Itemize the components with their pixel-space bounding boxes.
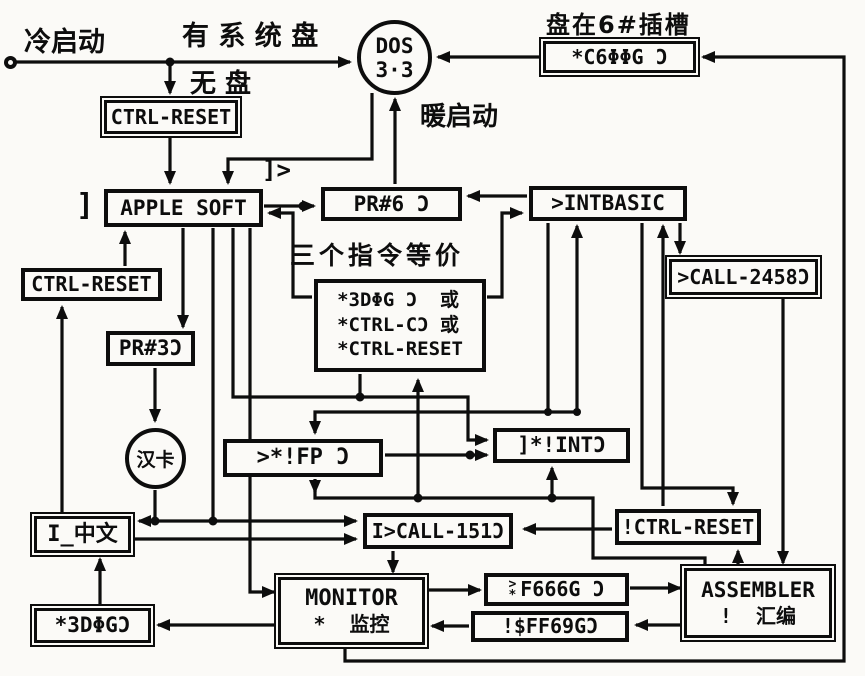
dos-label-line2: 3·3: [375, 57, 414, 82]
call151-box: I>CALL-151Ɔ: [363, 513, 513, 549]
ctrl-reset-left-label: CTRL-RESET: [31, 272, 152, 296]
applesoft-label: APPLE SOFT: [120, 195, 247, 220]
call2458-box: >CALL-2458Ɔ: [665, 255, 822, 299]
monitor-box: MONITOR * 监控: [274, 573, 429, 649]
three-equivalent-label: 三个指令等价: [290, 241, 465, 270]
junction-dots: [150, 57, 581, 526]
ctrl-reset-excl-box: !CTRL-RESET: [615, 509, 761, 545]
f666g-prompt-star: *: [508, 587, 517, 603]
three-command-line3: *CTRL-RESET: [337, 338, 463, 361]
monitor-label-line2: * 监控: [313, 612, 390, 637]
applesoft-box: APPLE SOFT: [104, 189, 263, 227]
monitor-label-line1: MONITOR: [305, 585, 398, 611]
three-command-box: *3DΦG Ɔ 或 *CTRL-CƆ 或 *CTRL-RESET: [314, 279, 486, 372]
c600g-box: *C6ΦΦG Ɔ: [539, 37, 700, 77]
d3d0g-label: *3DΦGƆ: [54, 613, 131, 638]
assembler-label-line1: ASSEMBLER: [701, 577, 815, 602]
int-box: ]*!INTƆ: [493, 428, 630, 463]
i-chinese-box: I_中文: [30, 512, 135, 557]
ctrl-reset-excl-label: !CTRL-RESET: [621, 514, 755, 539]
no-disk-label: 无 盘: [190, 69, 252, 99]
ff69g-label: !$FF69GƆ: [501, 614, 599, 638]
f666g-prompt-gt: >: [508, 576, 517, 592]
f666g-prompts: > *: [508, 576, 517, 603]
assembler-box: ASSEMBLER ! 汇编: [680, 564, 836, 642]
dos-label-line1: DOS: [375, 33, 414, 58]
warm-start-label: 暖启动: [420, 102, 499, 132]
hanka-label: 汉卡: [136, 449, 175, 471]
dos-node: DOS 3·3: [357, 20, 432, 95]
d3d0g-box: *3DΦGƆ: [30, 604, 155, 647]
call151-label: I>CALL-151Ɔ: [371, 518, 505, 543]
ff69g-box: !$FF69GƆ: [471, 611, 629, 642]
assembler-label-line2: ! 汇编: [719, 604, 797, 629]
fp-label: >*!FP Ɔ: [256, 445, 350, 471]
ctrl-reset-left-box: CTRL-RESET: [21, 268, 162, 301]
has-system-disk-label: 有 系 统 盘: [182, 21, 319, 52]
bracket-gt-label: ]>: [262, 156, 291, 184]
ctrl-reset-top-box: CTRL-RESET: [100, 96, 242, 138]
pr6-label: PR#6 Ɔ: [353, 191, 430, 216]
f666g-label: F666G Ɔ: [520, 577, 605, 601]
c600g-label: *C6ΦΦG Ɔ: [571, 44, 668, 69]
pr3-box: PR#3Ɔ: [106, 331, 195, 366]
pr6-box: PR#6 Ɔ: [321, 187, 462, 221]
three-command-line1: *3DΦG Ɔ 或: [337, 288, 460, 311]
int-label: ]*!INTƆ: [517, 433, 606, 458]
intbasic-box: >INTBASIC: [529, 186, 687, 221]
ctrl-reset-top-label: CTRL-RESET: [110, 104, 232, 129]
i-chinese-label: I_中文: [47, 521, 118, 547]
fp-box: >*!FP Ɔ: [223, 439, 383, 477]
cold-start-terminal: [4, 56, 17, 69]
pr3-label: PR#3Ɔ: [118, 336, 183, 361]
applesoft-prompt-label: ]: [76, 188, 95, 223]
intbasic-label: >INTBASIC: [551, 191, 665, 216]
three-command-line2: *CTRL-CƆ 或: [337, 313, 460, 336]
hanka-node: 汉卡: [125, 428, 186, 489]
cold-start-label: 冷启动: [24, 27, 105, 58]
f666g-box: > * F666G Ɔ: [484, 573, 629, 606]
disk-in-slot6-label: 盘在6#插槽: [546, 11, 691, 39]
call2458-label: >CALL-2458Ɔ: [677, 264, 810, 289]
